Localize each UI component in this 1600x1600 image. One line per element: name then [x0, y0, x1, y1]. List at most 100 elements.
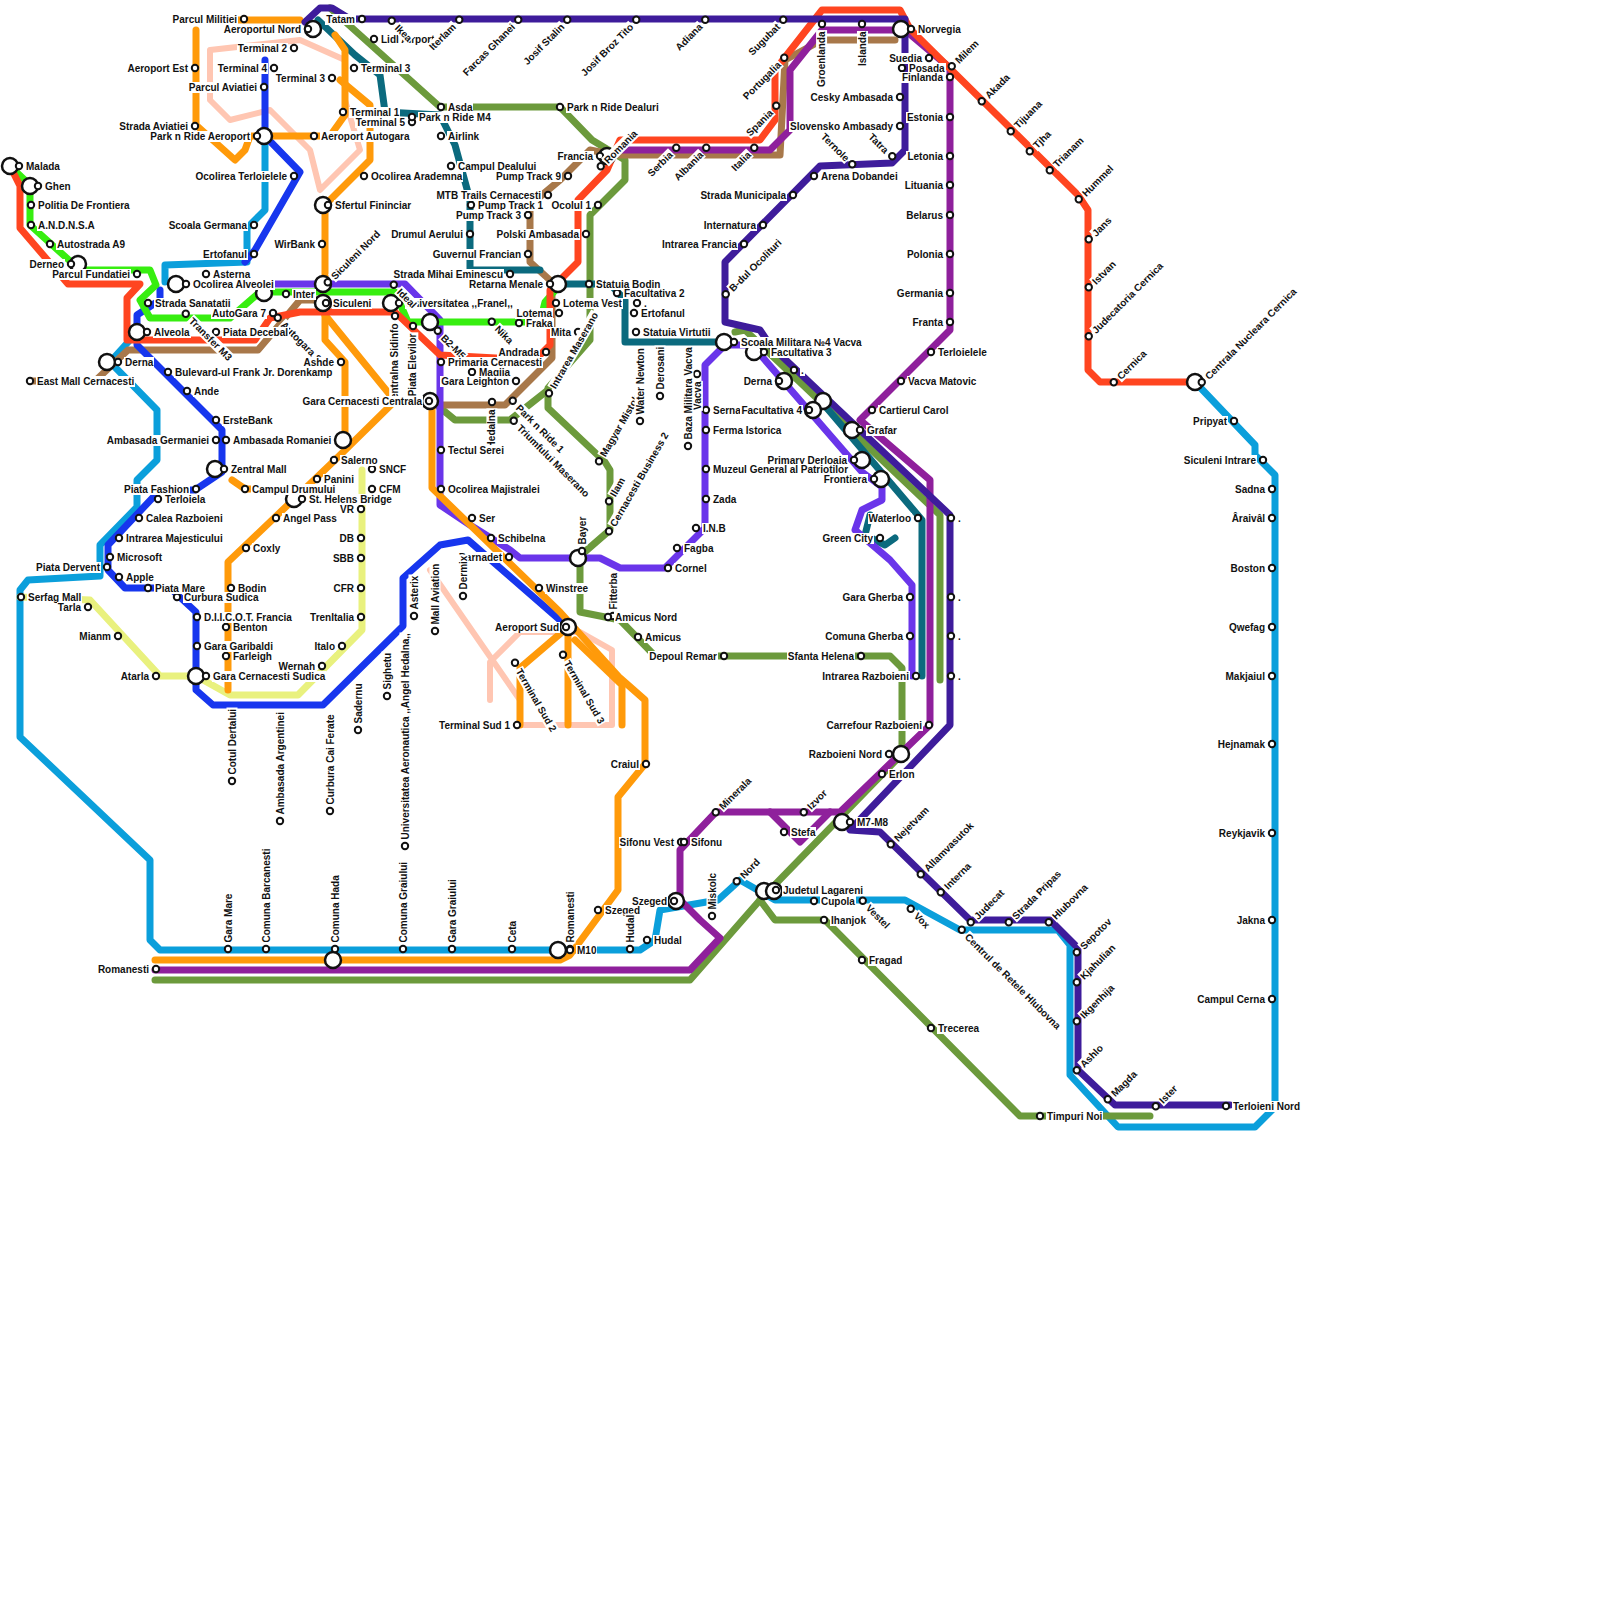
station-marker: [780, 17, 786, 23]
station-label: Cornel: [674, 563, 708, 574]
station-marker: [104, 564, 110, 570]
station-label: Mall Aviation: [430, 562, 441, 625]
station-marker: [213, 417, 219, 423]
station-label: Gara Leighton: [440, 376, 510, 387]
station-marker: [153, 673, 159, 679]
station-marker: [819, 21, 825, 27]
station-label: Comuna Graiului: [398, 860, 409, 943]
station-marker: [858, 653, 864, 659]
station-marker: [136, 515, 142, 521]
station-marker: [392, 313, 398, 319]
station-label: Terminal 3: [275, 73, 326, 84]
station-marker: [674, 545, 680, 551]
station-label: Norvegia: [917, 24, 962, 35]
station-marker: [489, 319, 495, 325]
station-label: Atarla: [120, 671, 150, 682]
station-label: Campul Cerna: [1196, 994, 1266, 1005]
station-marker: [703, 407, 709, 413]
station-label: Josif Stalin: [520, 20, 567, 67]
station-marker: [165, 369, 171, 375]
station-label: Trecerea: [937, 1023, 980, 1034]
station-marker: [145, 300, 151, 306]
station-marker: [1086, 333, 1092, 339]
station-marker: [314, 476, 320, 482]
station-marker: [859, 21, 865, 27]
station-marker: [358, 506, 364, 512]
station-marker: [223, 624, 229, 630]
station-label: Finlanda: [901, 72, 944, 83]
station-marker: [358, 585, 364, 591]
station-label: Comuna Gherba: [824, 631, 904, 642]
station-marker: [634, 300, 640, 306]
station-marker: [703, 145, 709, 151]
station-label: CFR: [332, 583, 355, 594]
station-label: Tatam: [325, 14, 356, 25]
station-marker: [283, 291, 289, 297]
station-marker: [305, 26, 311, 32]
station-label: Angel Pass: [282, 513, 338, 524]
station-marker: [1231, 418, 1237, 424]
station-label: Serna: [712, 405, 742, 416]
station-marker: [703, 466, 709, 472]
station-marker: [1199, 379, 1205, 385]
station-label: Lituania: [904, 180, 944, 191]
station-marker: [547, 281, 553, 287]
station-marker: [671, 898, 677, 904]
station-marker: [28, 202, 34, 208]
station-marker: [275, 315, 281, 321]
station-marker: [801, 809, 807, 815]
station-marker: [1086, 284, 1092, 290]
station-marker: [627, 946, 633, 952]
station-marker: [183, 311, 189, 317]
station-marker: [586, 281, 592, 287]
station-marker: [897, 123, 903, 129]
station-label: AutoGara 7: [211, 308, 267, 319]
station-label: Guvernul Francian: [432, 249, 522, 260]
station-label: Microsoft: [116, 552, 163, 563]
station-marker: [291, 173, 297, 179]
station-marker: [194, 643, 200, 649]
station-label: Trianam: [1050, 134, 1086, 170]
station-label: Ambasada Romaniei: [232, 435, 332, 446]
station-marker: [947, 290, 953, 296]
station-label: Magda: [1108, 1067, 1140, 1099]
station-marker: [869, 407, 875, 413]
station-label: Hudal: [653, 935, 683, 946]
station-label: Nejetvam: [891, 803, 932, 844]
station-label: Hudal: [625, 913, 636, 943]
station-marker: [512, 660, 518, 666]
station-marker: [536, 585, 542, 591]
station-marker: [633, 17, 639, 23]
station-marker: [565, 173, 571, 179]
station-label: Derneo: [29, 259, 65, 270]
station-label: Ambasada Germaniei: [106, 435, 210, 446]
station-marker: [703, 496, 709, 502]
station-label: Terminal 3: [360, 63, 411, 74]
station-label: Zentral Mall: [230, 464, 288, 475]
station-label: Aeroport Sud: [494, 622, 560, 633]
station-marker: [847, 819, 853, 825]
station-label: Gara Cernacesti Centrala: [301, 396, 423, 407]
station-label: Tarla: [57, 602, 82, 613]
station-label: .: [957, 592, 962, 603]
station-label: Cupola: [820, 896, 856, 907]
station-label: Reykjavik: [1218, 828, 1266, 839]
station-marker: [438, 359, 444, 365]
station-marker: [899, 65, 905, 71]
station-label: Miskolc: [707, 871, 718, 910]
station-marker: [702, 17, 708, 23]
station-marker: [273, 515, 279, 521]
station-label: WirBank: [274, 239, 316, 250]
station-marker: [1006, 919, 1012, 925]
station-label: Jans: [1089, 214, 1114, 239]
station-label: Park n Ride Aeroport: [149, 131, 251, 142]
station-marker: [776, 378, 782, 384]
station-marker: [889, 153, 895, 159]
station-label: Cesky Ambasada: [810, 92, 894, 103]
station-marker: [174, 594, 180, 600]
station-label: M10: [576, 945, 597, 956]
station-marker: [107, 554, 113, 560]
station-label: Gara Graiului: [447, 878, 458, 943]
